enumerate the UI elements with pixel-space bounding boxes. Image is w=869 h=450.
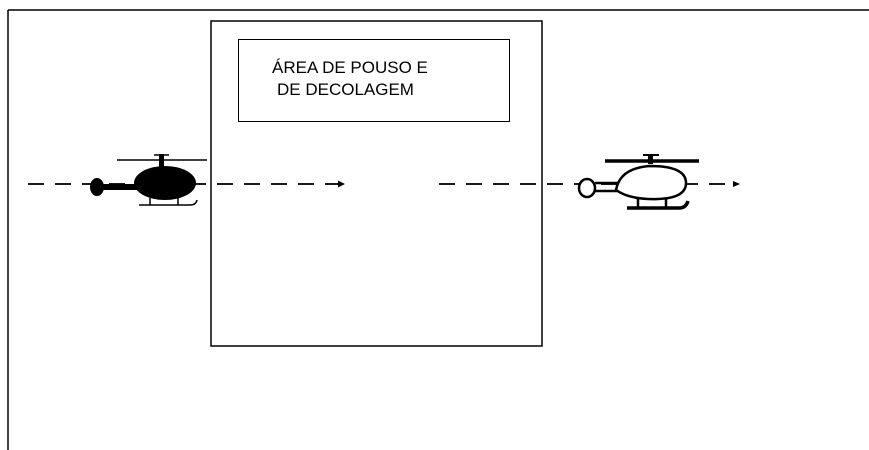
landing-area-rect	[210, 20, 543, 347]
helicopter-outline-icon	[577, 154, 699, 210]
arrowhead-left-icon	[338, 180, 345, 188]
landing-area-label-box: ÁREA DE POUSO E DE DECOLAGEM	[238, 39, 510, 122]
landing-area-label-line1: ÁREA DE POUSO E	[272, 58, 428, 77]
helicopter-filled-icon	[90, 154, 207, 206]
arrowhead-right-icon	[733, 181, 740, 187]
landing-area-label-line2: DE DECOLAGEM	[277, 80, 414, 99]
